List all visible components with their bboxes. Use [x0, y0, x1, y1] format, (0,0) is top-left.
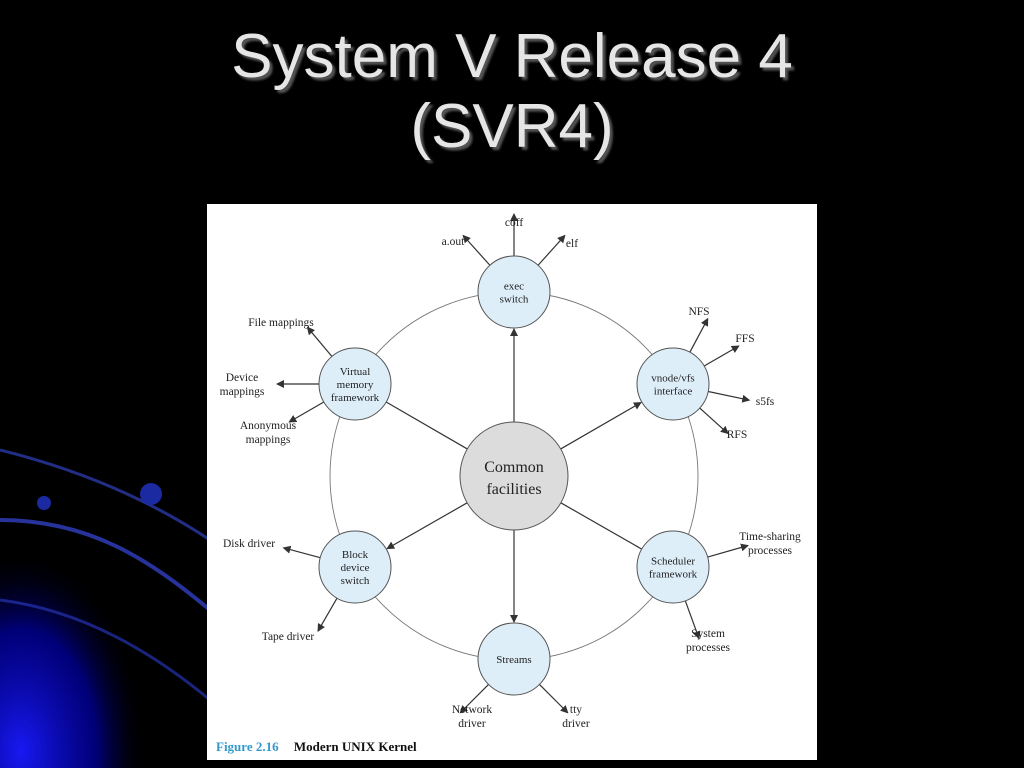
streams-net-arrow	[459, 684, 489, 714]
block-tape-label: Tape driver	[262, 631, 315, 643]
center-to-vm-line	[385, 401, 468, 450]
caption-title: Modern UNIX Kernel	[293, 739, 417, 754]
vnode-node	[636, 347, 710, 421]
scheduler-node	[636, 530, 710, 604]
vnode-nfs-label: NFS	[688, 306, 709, 318]
streams-tty-arrow	[539, 684, 569, 714]
sched-ts-arrow	[707, 543, 749, 558]
decor-dot-large	[140, 483, 162, 505]
center-to-scheduler-line	[560, 502, 643, 550]
title-line-1: System V Release 4	[231, 22, 793, 91]
vnode-s5fs-arrow	[708, 390, 751, 403]
vm-file-label: File mappings	[248, 317, 314, 329]
block-disk-arrow	[282, 545, 321, 559]
exec-aout-arrow	[462, 234, 491, 266]
slide-title: System V Release 4 (SVR4)	[0, 22, 1024, 162]
vnode-rfs-label: RFS	[727, 429, 747, 441]
exec-node	[477, 255, 551, 329]
vm-file-arrow	[306, 326, 333, 357]
vm-anon-arrow	[288, 401, 325, 423]
block-node	[318, 530, 392, 604]
streams-node	[477, 622, 551, 696]
title-line-2: (SVR4)	[410, 92, 614, 161]
vnode-ffs-arrow	[703, 345, 740, 367]
vnode-rfs-arrow	[699, 407, 729, 435]
block-disk-label: Disk driver	[223, 538, 275, 550]
vnode-ffs-label: FFS	[735, 333, 754, 345]
exec-elf-label: elf	[566, 238, 578, 250]
exec-elf-arrow	[537, 234, 566, 266]
center-to-vnode-arrow	[560, 402, 642, 450]
decor-dot-small	[37, 496, 51, 510]
exec-aout-label: a.out	[442, 236, 465, 248]
figure-caption: Figure 2.16 Modern UNIX Kernel	[216, 739, 417, 755]
sched-sys-arrow	[684, 600, 701, 640]
vm-node	[318, 347, 392, 421]
exec-coff-label: coff	[505, 217, 523, 229]
center-to-block-arrow	[386, 502, 468, 550]
vnode-nfs-arrow	[689, 317, 709, 353]
streams-node-label: Streams	[496, 654, 531, 666]
common-facilities-node	[459, 421, 569, 531]
caption-number: Figure 2.16	[216, 739, 279, 754]
block-tape-arrow	[317, 597, 338, 632]
vnode-s5fs-label: s5fs	[756, 396, 775, 408]
